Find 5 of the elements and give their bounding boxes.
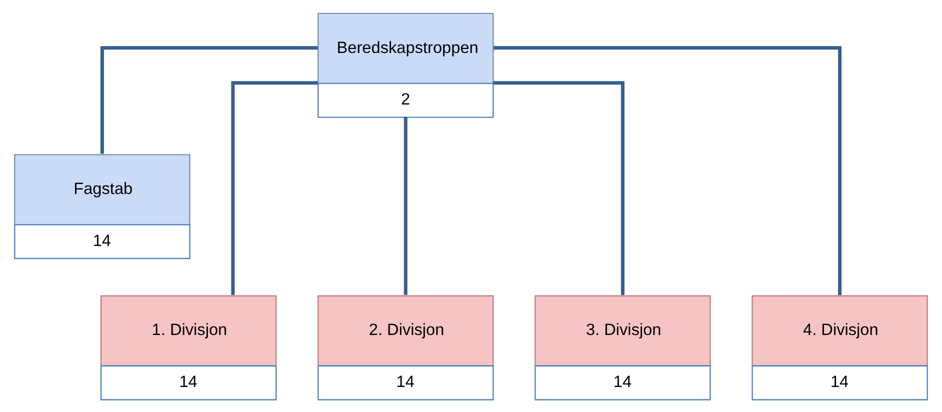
connector [100,46,318,154]
connector [231,81,318,295]
connector [404,116,408,295]
connector [493,81,624,295]
connector [494,46,842,296]
